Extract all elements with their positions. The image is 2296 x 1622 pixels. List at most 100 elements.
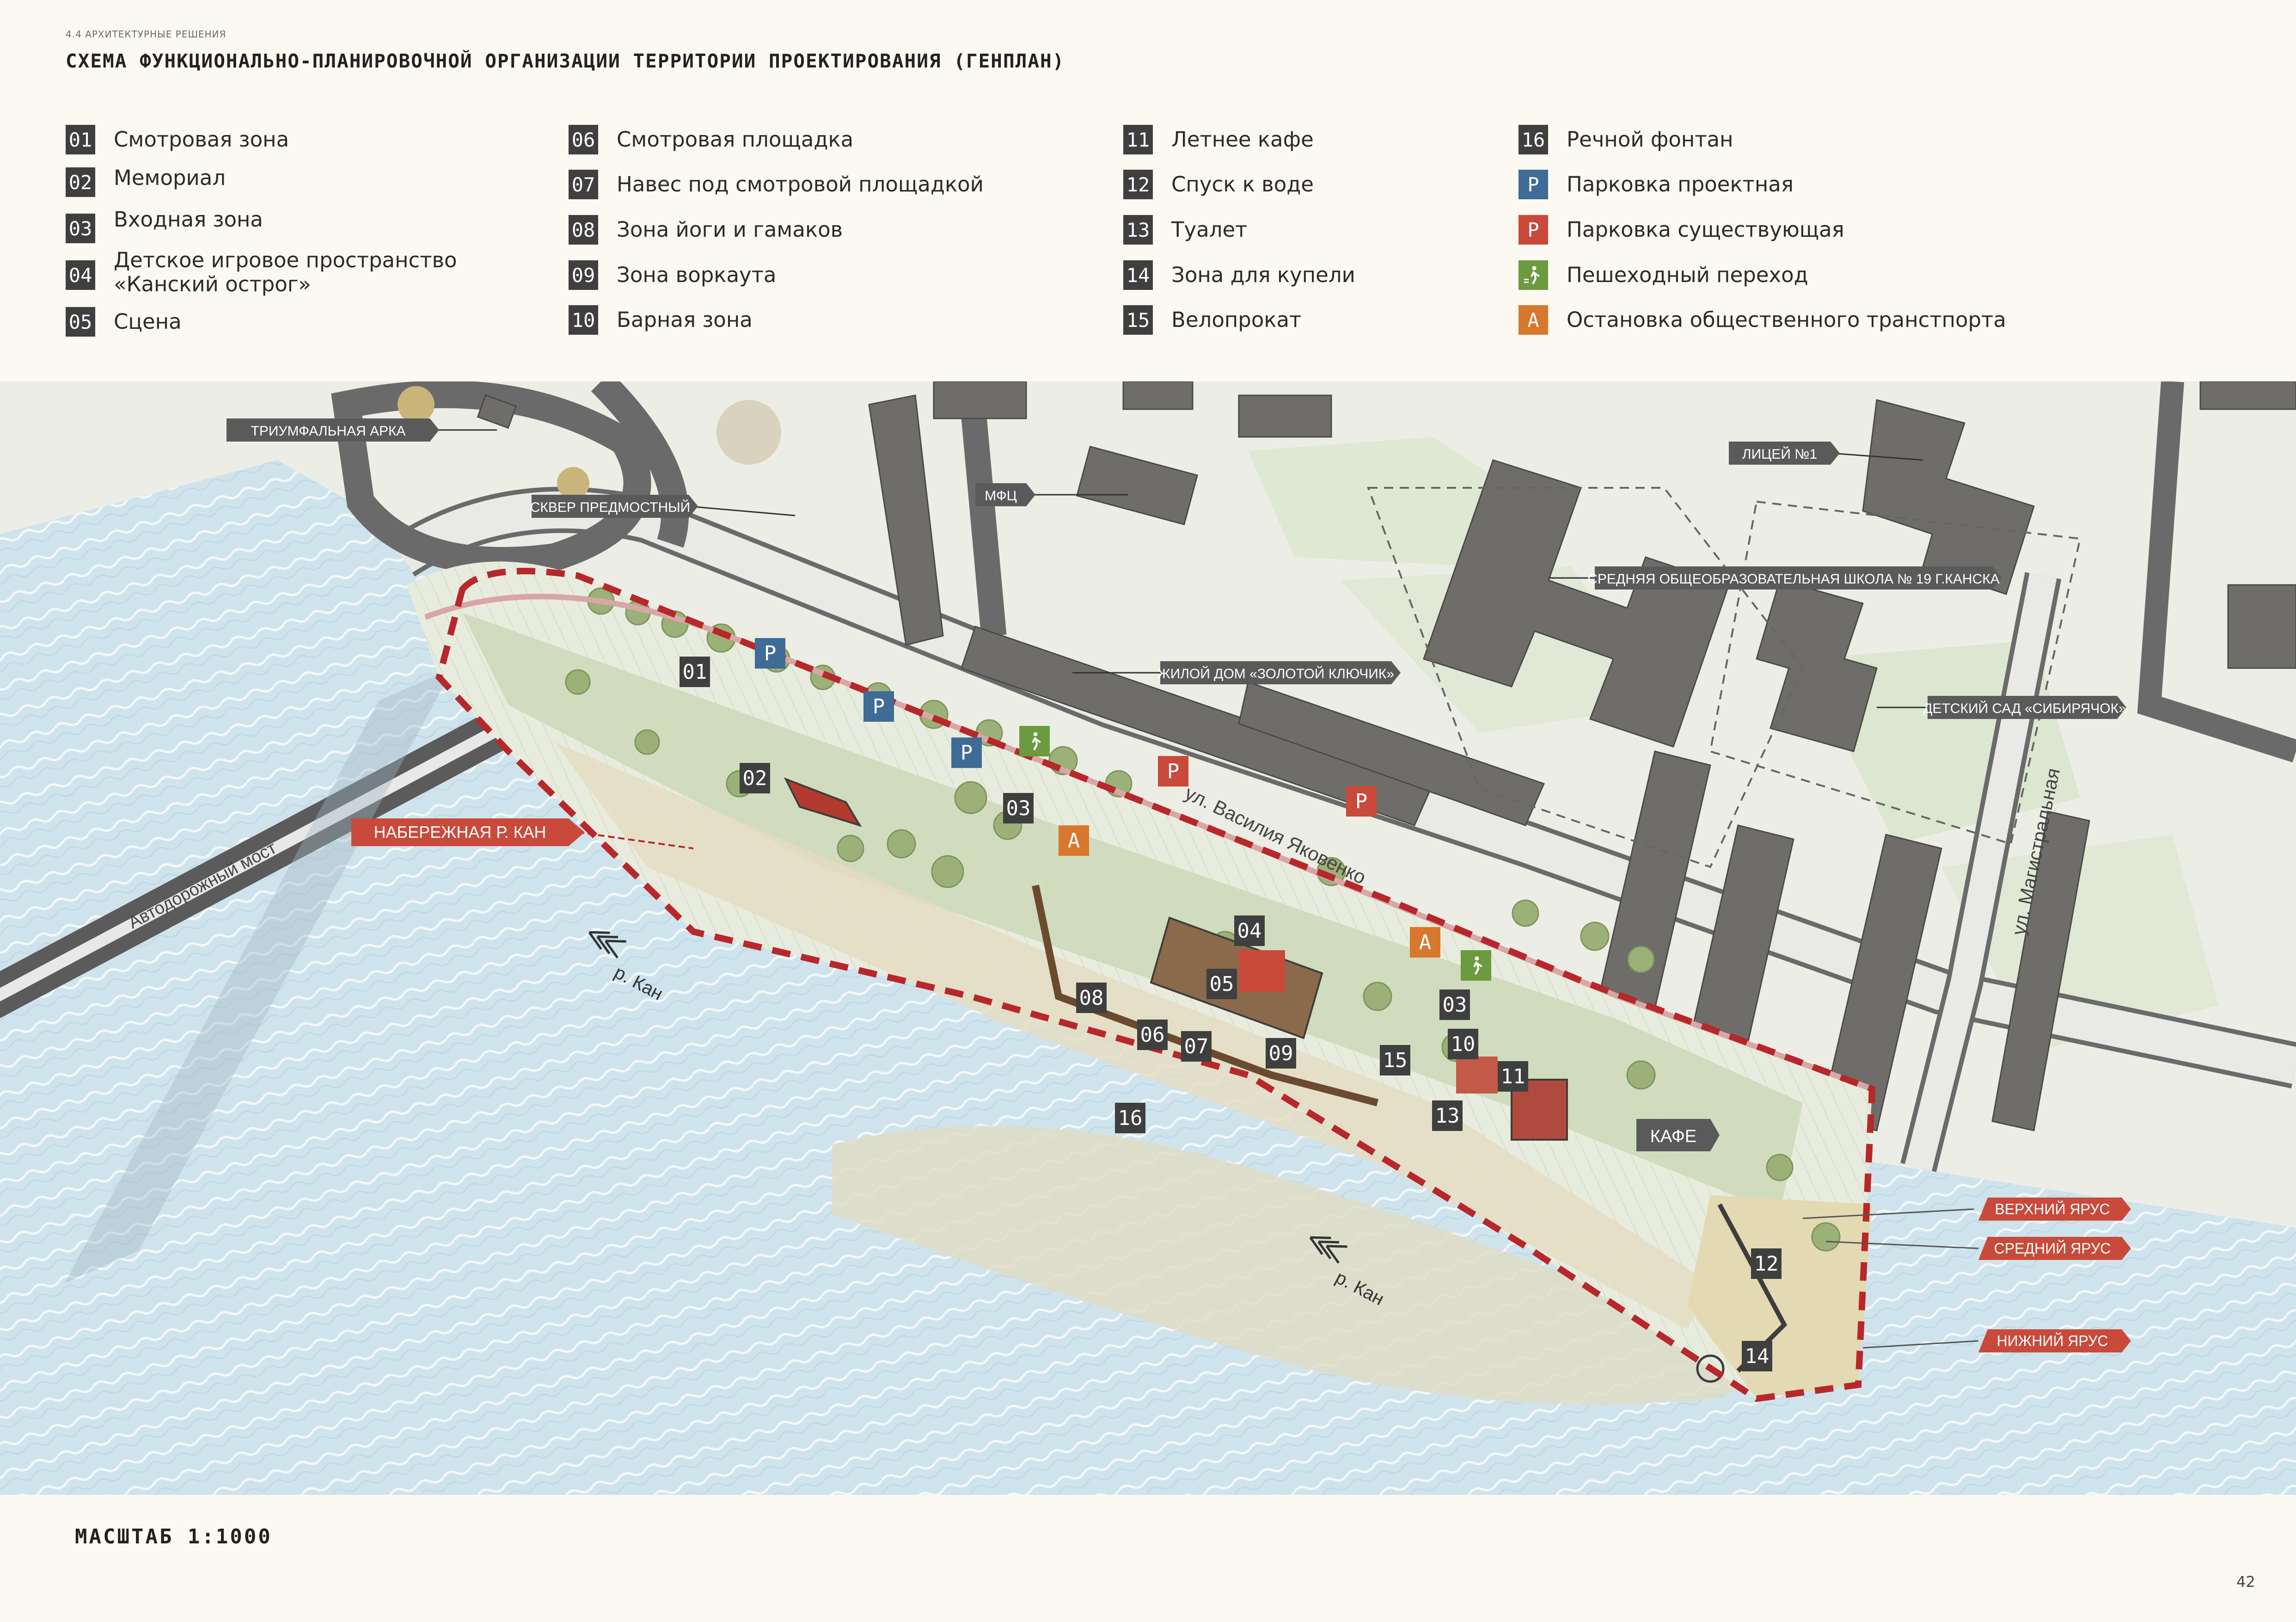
tag-square: СКВЕР ПРЕДМОСТНЫЙ [530,499,691,515]
leader-line [1825,1241,1979,1249]
marker-07: 07 [1184,1035,1209,1058]
legend-code: P [1518,215,1548,245]
legend-label: Детское игровое пространство«Канский ост… [114,248,457,296]
leader-line [1830,452,1923,461]
legend-code: 02 [66,167,95,197]
legend-code: 14 [1123,260,1153,290]
building [1423,459,1730,748]
parking-project-marker: P [873,695,885,719]
building [1238,394,1332,438]
legend-label: Речной фонтан [1567,127,1733,152]
building [2227,584,2296,669]
section-label: 4.4 АРХИТЕКТУРНЫЕ РЕШЕНИЯ [66,29,227,40]
legend-label: Сцена [114,309,182,334]
tag-bg [532,495,698,518]
zone-markers: 01 02 03 04 05 06 07 08 09 10 11 12 13 1… [680,638,1782,1371]
marker-10: 10 [1451,1032,1476,1056]
pedestrian-icon [1518,260,1548,290]
building [1076,445,1198,526]
crossing-marker [1019,726,1050,756]
square-plaza [716,400,781,465]
buildings [477,381,2296,1131]
parking-existing-marker: P [1355,790,1368,813]
sandbar [832,1126,1757,1405]
building [477,394,517,429]
tree [634,729,660,755]
tree [1580,922,1610,951]
legend-label: Входная зона [114,207,263,232]
tag-middle-tier: СРЕДНИЙ ЯРУС [1994,1240,2111,1257]
tree [1627,946,1655,973]
school-zone [1367,487,1804,868]
tree [887,829,916,859]
tag-kindergarten: ДЕТСКИЙ САД «СИБИРЯЧОК» [1923,700,2126,716]
leader-line [688,505,796,516]
legend-code: 13 [1123,215,1153,245]
building [1238,681,1545,826]
road-east2 [2137,381,2296,762]
parking-existing-marker: P [1167,760,1180,783]
square-fountain [398,386,435,423]
legend-label: Барная зона [617,307,753,332]
pedestrian-icon [1473,956,1482,975]
marker-12: 12 [1754,1252,1779,1276]
tag-bg [1978,1329,2131,1352]
marker-03b: 03 [1443,993,1467,1017]
legend-label: Парковка существующая [1567,217,1844,242]
tag-lyceum: ЛИЦЕЙ №1 [1742,446,1817,462]
parking-project-marker: P [961,741,973,765]
river-arrow-icon [1309,1236,1347,1264]
legend-label: Зона йоги и гамаков [617,217,843,242]
legend-code: 01 [66,125,95,154]
legend-label-line2: «Канский острог» [114,272,311,296]
legend-label: Парковка проектная [1567,172,1794,197]
legend-code: P [1518,170,1548,199]
marker-16: 16 [1118,1106,1143,1130]
legend-item-crossing: Пешеходный переход [1518,260,1808,290]
legend-code: 10 [569,305,598,335]
memorial-structure [784,777,862,827]
tag-bg [1978,1198,2131,1221]
marker-11: 11 [1501,1065,1525,1088]
legend-item-14: 14 Зона для купели [1123,260,1355,290]
tag-school: СРЕДНЯЯ ОБЩЕОБРАЗОВАТЕЛЬНАЯ ШКОЛА № 19 Г… [1587,571,1999,587]
square-fountain [557,467,589,499]
building [1820,834,1942,1131]
tag-bg [227,418,439,442]
bath-font [1696,1354,1725,1383]
stage-structure [1239,950,1285,992]
river-arrow-icon [588,931,626,958]
legend-label: Мемориал [114,166,226,190]
tag-bg [351,818,585,846]
building [1991,811,2090,1131]
legend-label: Зона для купели [1171,263,1355,287]
tag-embankment: НАБЕРЕЖНАЯ Р. КАН [373,823,546,842]
green-lawn [1248,437,1525,566]
legend-label: Туалет [1171,217,1248,242]
tree [837,835,864,862]
road-east [958,381,1007,637]
marker-04: 04 [1237,919,1262,943]
leader-line [1862,1340,1979,1349]
legend-label: Смотровая площадка [617,127,854,152]
page-title: СХЕМА ФУНКЦИОНАЛЬНО-ПЛАНИРОВОЧНОЙ ОРГАНИ… [66,50,1065,72]
legend-item-10: 10 Барная зона [569,305,753,335]
project-boundary [435,568,1876,1402]
legend-code: 11 [1123,125,1153,154]
marker-08: 08 [1079,986,1104,1010]
legend-code: A [1518,305,1548,335]
legend-label: Велопрокат [1171,307,1302,332]
tag-bg [1978,1237,2131,1260]
legend-label: Пешеходный переход [1567,263,1808,287]
building [1122,381,1194,410]
marker-15: 15 [1383,1049,1408,1072]
tree [931,855,964,888]
